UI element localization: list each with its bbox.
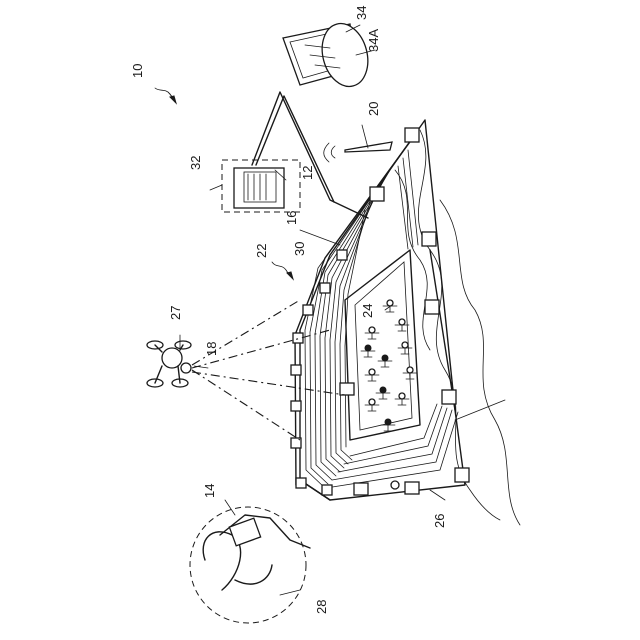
player-figure — [365, 327, 379, 339]
camera-icon — [291, 401, 301, 411]
camera-icon — [337, 250, 347, 260]
camera-icon — [425, 300, 439, 314]
label-14: 14 — [202, 484, 217, 498]
antenna — [324, 142, 392, 162]
label-12: 12 — [300, 166, 315, 180]
camera-icon — [422, 232, 436, 246]
label-28: 28 — [314, 600, 329, 614]
camera-icon — [354, 483, 368, 495]
camera-icon — [322, 485, 332, 495]
player-figure — [381, 419, 395, 431]
camera-icon — [303, 305, 313, 315]
camera-icon — [455, 468, 469, 482]
field — [345, 250, 420, 440]
label-32: 32 — [188, 156, 203, 170]
reference-labels: 10 12 14 16 18 20 22 24 26 27 28 30 32 3… — [130, 6, 447, 614]
player-figure — [403, 367, 417, 379]
label-34a: 34A — [366, 29, 381, 52]
camera-icon — [442, 390, 456, 404]
player-figure — [395, 393, 409, 405]
camera-icon — [405, 128, 419, 142]
camera-icon — [405, 482, 419, 494]
goal — [340, 383, 354, 395]
player-figure — [378, 355, 392, 367]
label-16: 16 — [284, 211, 299, 225]
camera-icon — [320, 283, 330, 293]
label-24: 24 — [360, 304, 375, 318]
player-figure — [365, 369, 379, 381]
label-30: 30 — [292, 242, 307, 256]
players — [340, 300, 417, 431]
server — [222, 160, 300, 212]
display — [283, 18, 375, 91]
user — [190, 507, 310, 623]
camera-icon — [296, 478, 306, 488]
player-figure — [398, 342, 412, 354]
venue-cameras-outer — [370, 128, 469, 482]
label-34: 34 — [354, 6, 369, 20]
label-10: 10 — [130, 64, 145, 78]
label-27: 27 — [168, 306, 183, 320]
player-figure — [365, 399, 379, 411]
terminal-icon — [229, 518, 260, 546]
camera-icon — [391, 481, 399, 489]
drone-camera-icon — [181, 363, 191, 373]
camera-icon — [370, 187, 384, 201]
camera-icon — [293, 333, 303, 343]
player-figure — [361, 345, 375, 357]
drone — [147, 341, 191, 387]
label-26: 26 — [432, 514, 447, 528]
camera-icon — [291, 365, 301, 375]
label-18: 18 — [204, 342, 219, 356]
player-figure — [376, 387, 390, 399]
label-22: 22 — [254, 244, 269, 258]
label-20: 20 — [366, 102, 381, 116]
